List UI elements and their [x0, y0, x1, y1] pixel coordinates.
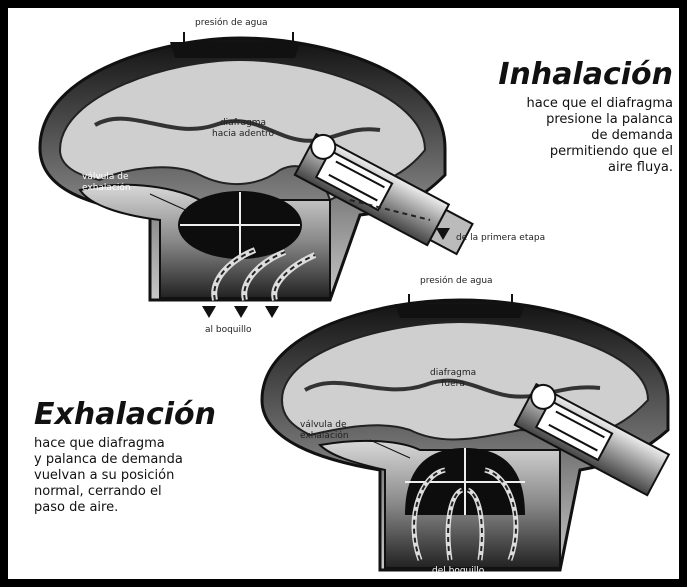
exhalation-line: y palanca de demanda	[34, 452, 254, 468]
inhalation-line: permitiendo que el	[453, 144, 673, 160]
water-pressure-label-top: presión de agua	[195, 18, 268, 29]
inhalation-title: Inhalación	[498, 58, 673, 92]
exhalation-description: hace que diafragma y palanca de demanda …	[34, 436, 254, 516]
diaphragm-label-line: diafragma	[212, 118, 274, 129]
exhalation-line: normal, cerrando el	[34, 484, 254, 500]
exhalation-line: hace que diafragma	[34, 436, 254, 452]
diaphragm-label-line: hacia adentro	[212, 129, 274, 140]
diaphragm-label-line: fuera	[430, 379, 476, 390]
inhalation-line: hace que el diafragma	[453, 96, 673, 112]
from-mouthpiece-label: del boquillo	[432, 566, 484, 577]
water-pressure-label-bottom: presión de agua	[420, 276, 493, 287]
exhaust-valve-label-line: válvula de	[300, 420, 349, 431]
diaphragm-label-line: diafragma	[430, 368, 476, 379]
inhalation-line: presione la palanca	[453, 112, 673, 128]
exhaust-valve-label-line: válvula de	[82, 172, 131, 183]
exhaust-valve-label-line: exhalación	[82, 183, 131, 194]
exhaust-valve-label-bottom: válvula de exhalación	[300, 420, 349, 442]
exhaust-valve-label-line: exhalación	[300, 431, 349, 442]
inhalation-description: hace que el diafragma presione la palanc…	[453, 96, 673, 176]
exhaust-valve-label-top: válvula de exhalación	[82, 172, 131, 194]
diaphragm-label-bottom: diafragma fuera	[430, 368, 476, 390]
to-mouthpiece-label: al boquillo	[205, 325, 252, 336]
exhalation-line: paso de aire.	[34, 500, 254, 516]
first-stage-label: de la primera etapa	[456, 233, 545, 244]
diaphragm-label-top: diafragma hacia adentro	[212, 118, 274, 140]
inhalation-line: de demanda	[453, 128, 673, 144]
inhalation-line: aire fluya.	[453, 160, 673, 176]
exhalation-line: vuelvan a su posición	[34, 468, 254, 484]
exhalation-title: Exhalación	[34, 398, 216, 432]
